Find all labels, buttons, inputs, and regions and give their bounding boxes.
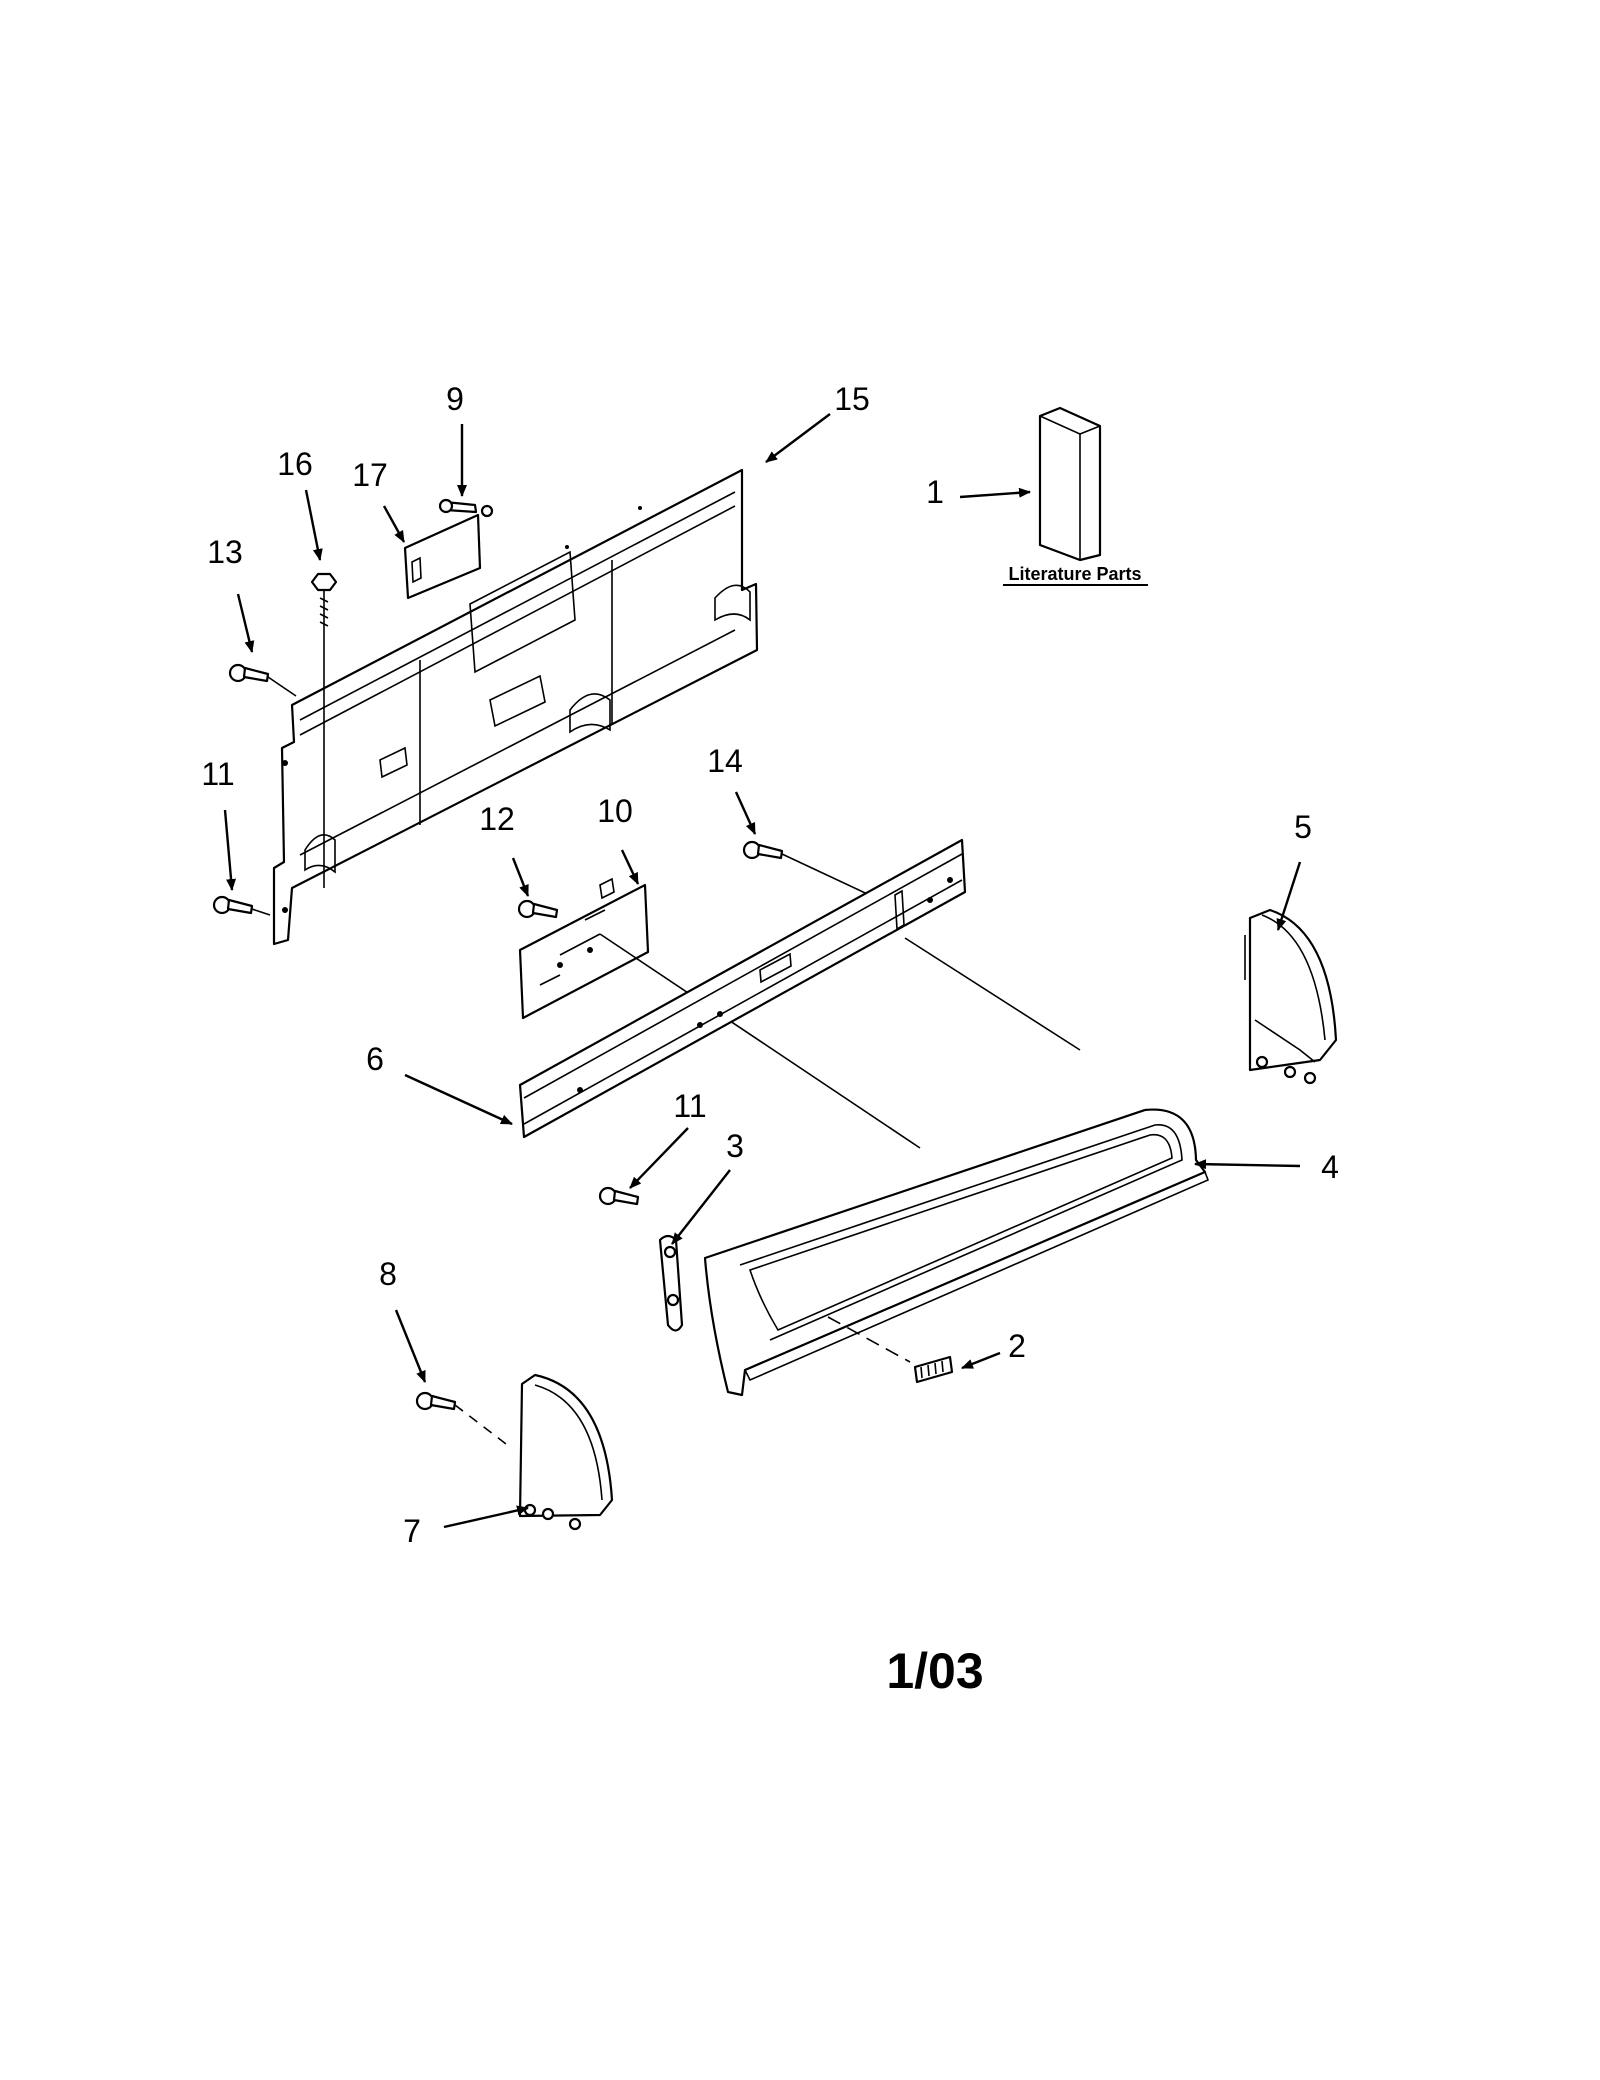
callout-7: 7 xyxy=(403,1513,421,1549)
screw-9 xyxy=(438,498,494,518)
bolt-16 xyxy=(310,572,338,888)
callout-1: 1 xyxy=(926,474,944,510)
callout-9: 9 xyxy=(446,381,464,417)
button-strip-2 xyxy=(913,1355,954,1384)
screw-11-upper xyxy=(212,895,271,916)
callout-8: 8 xyxy=(379,1256,397,1292)
callout-10: 10 xyxy=(597,793,633,829)
callout-14: 14 xyxy=(707,743,743,779)
literature-book xyxy=(1038,406,1102,562)
callout-2: 2 xyxy=(1008,1328,1026,1364)
callout-17: 17 xyxy=(352,457,388,493)
callout-15: 15 xyxy=(834,381,870,417)
leader-arrows xyxy=(223,413,1302,1529)
screw-8 xyxy=(415,1391,511,1448)
callout-labels: 9 15 16 17 1 13 11 14 12 10 5 6 11 3 4 8… xyxy=(201,381,1339,1549)
mounting-rail xyxy=(518,838,1081,1139)
literature-parts-label: Literature Parts xyxy=(1008,564,1141,584)
rear-panel-bracket xyxy=(272,468,759,946)
end-cap-right xyxy=(1244,908,1338,1085)
callout-16: 16 xyxy=(277,446,313,482)
callout-12: 12 xyxy=(479,801,515,837)
callout-13: 13 xyxy=(207,534,243,570)
date-code: 1/03 xyxy=(886,1643,983,1699)
switch-3 xyxy=(658,1234,684,1332)
control-board xyxy=(518,877,921,1149)
callout-11-lower: 11 xyxy=(673,1088,706,1124)
end-cap-left xyxy=(518,1373,614,1531)
screw-12 xyxy=(517,899,559,919)
screw-13 xyxy=(228,663,297,697)
callout-11-upper: 11 xyxy=(201,756,234,792)
callout-3: 3 xyxy=(726,1128,744,1164)
control-console xyxy=(703,1108,1210,1397)
callout-4: 4 xyxy=(1321,1149,1339,1185)
screw-11-lower xyxy=(598,1186,640,1206)
switch-bracket xyxy=(403,513,482,600)
callout-6: 6 xyxy=(366,1041,384,1077)
callout-5: 5 xyxy=(1294,809,1312,845)
